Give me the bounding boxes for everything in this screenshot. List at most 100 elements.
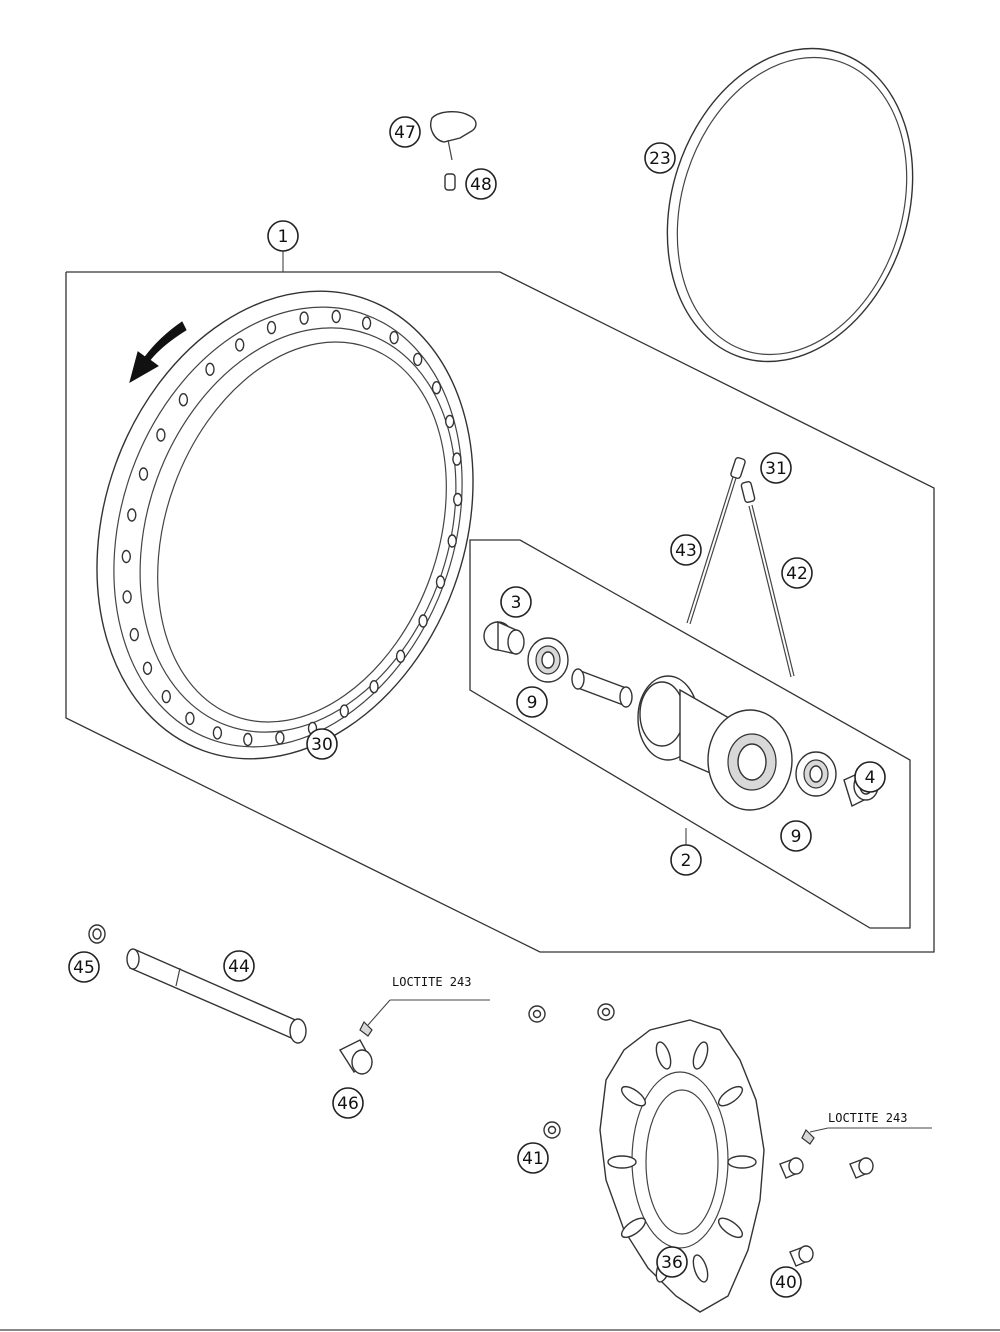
- callout-41: 41: [517, 1142, 549, 1174]
- spoke-hole: [266, 320, 277, 335]
- callout-label: 23: [649, 149, 671, 169]
- callout-circle: [500, 586, 532, 618]
- spoke-hole: [127, 508, 137, 522]
- callout-label: 45: [73, 958, 95, 978]
- callout-circle: [465, 168, 497, 200]
- callout-circle: [760, 452, 792, 484]
- callout-circle: [670, 534, 702, 566]
- callout-label: 43: [675, 541, 697, 561]
- callout-3: 3: [500, 586, 532, 618]
- callout-circle: [644, 142, 676, 174]
- spoke-hole: [413, 352, 423, 367]
- collar-bolt: [338, 1020, 373, 1075]
- spoke-hole: [453, 492, 463, 507]
- spoke-hole: [431, 381, 442, 395]
- disc-cutout: [607, 1155, 637, 1169]
- callout-label: 31: [765, 459, 787, 479]
- disc-cutout: [620, 1085, 647, 1107]
- callout-circle: [517, 1142, 549, 1174]
- disc-cutout: [717, 1217, 744, 1239]
- leader-loctite-1: [367, 999, 391, 1026]
- callout-circle: [656, 1246, 688, 1278]
- callout-44: 44: [223, 950, 255, 982]
- brake-disc: [599, 1019, 765, 1313]
- nut-1: [528, 1005, 546, 1023]
- disc-bolt-1: [779, 1157, 804, 1179]
- bearing-right: [795, 751, 837, 797]
- callout-label: 41: [522, 1149, 544, 1169]
- rotation-arrow-icon: [129, 321, 187, 384]
- callout-circle: [854, 761, 886, 793]
- spoke-hole: [142, 661, 153, 675]
- callout-label: 48: [470, 175, 492, 195]
- spoke-hole: [395, 649, 406, 663]
- spoke-hole: [129, 627, 140, 642]
- callout-label: 44: [228, 957, 250, 977]
- disc-cutout: [655, 1041, 672, 1070]
- nut-3: [543, 1121, 561, 1139]
- disc-bolt-2: [849, 1157, 874, 1179]
- disc-cutout: [692, 1254, 709, 1283]
- spoke-hole: [361, 316, 372, 330]
- loctite-note-2: LOCTITE 243: [828, 1111, 907, 1125]
- spoke-hole: [447, 534, 457, 548]
- valve-cap: [430, 111, 477, 161]
- callout-4: 4: [854, 761, 886, 793]
- disc-cutout: [727, 1155, 757, 1169]
- callout-label: 42: [786, 564, 808, 584]
- callout-48: 48: [465, 168, 497, 200]
- callout-label: 9: [791, 827, 802, 847]
- callout-label: 2: [681, 851, 692, 871]
- spoke-hole: [445, 414, 455, 429]
- callout-circle: [670, 844, 702, 876]
- callout-circle: [306, 728, 338, 760]
- leader-loctite-2: [809, 1127, 829, 1133]
- spoke-hole: [234, 338, 245, 352]
- spoke-hole: [185, 711, 195, 726]
- spoke-hole: [418, 614, 428, 628]
- callout-circle: [780, 820, 812, 852]
- loctite-drop-icon: [801, 1128, 815, 1145]
- spindle-nut: [88, 924, 106, 944]
- loctite-note-1: LOCTITE 243: [392, 975, 471, 989]
- spoke-hole: [156, 428, 166, 442]
- disc-cutout: [620, 1217, 647, 1239]
- distance-tube: [571, 668, 633, 708]
- hub-assembly-box: [469, 539, 911, 929]
- spoke-hole: [121, 549, 132, 564]
- callout-23: 23: [644, 142, 676, 174]
- spoke-hole: [452, 452, 462, 466]
- spoke-hole: [369, 680, 379, 694]
- bearing-left: [527, 637, 569, 683]
- spoke-hole: [138, 467, 149, 481]
- valve-nut: [444, 173, 456, 191]
- callout-31: 31: [760, 452, 792, 484]
- callout-label: 30: [311, 735, 333, 755]
- disc-cutout: [692, 1041, 709, 1070]
- callout-circle: [267, 220, 299, 252]
- callout-label: 9: [527, 693, 538, 713]
- callout-30: 30: [306, 728, 338, 760]
- callout-circle: [516, 686, 548, 718]
- spoke-hole: [299, 311, 309, 325]
- callout-circle: [332, 1087, 364, 1119]
- spoke-hole: [205, 362, 215, 376]
- wheel-assembly-box: [65, 271, 935, 953]
- callout-circle: [223, 950, 255, 982]
- spoke-hole: [275, 731, 285, 745]
- callout-9a: 9: [516, 686, 548, 718]
- callout-label: 36: [661, 1253, 683, 1273]
- callout-label: 47: [394, 123, 416, 143]
- callout-2: 2: [670, 844, 702, 876]
- spoke-short: [740, 481, 795, 678]
- spoke-hole: [331, 309, 341, 324]
- callout-circle: [68, 951, 100, 983]
- spoke-hole: [122, 590, 132, 604]
- callout-40: 40: [770, 1266, 802, 1298]
- disc-cutout: [717, 1085, 744, 1107]
- rim-tape: [666, 47, 914, 363]
- callout-label: 4: [865, 768, 876, 788]
- callout-46: 46: [332, 1087, 364, 1119]
